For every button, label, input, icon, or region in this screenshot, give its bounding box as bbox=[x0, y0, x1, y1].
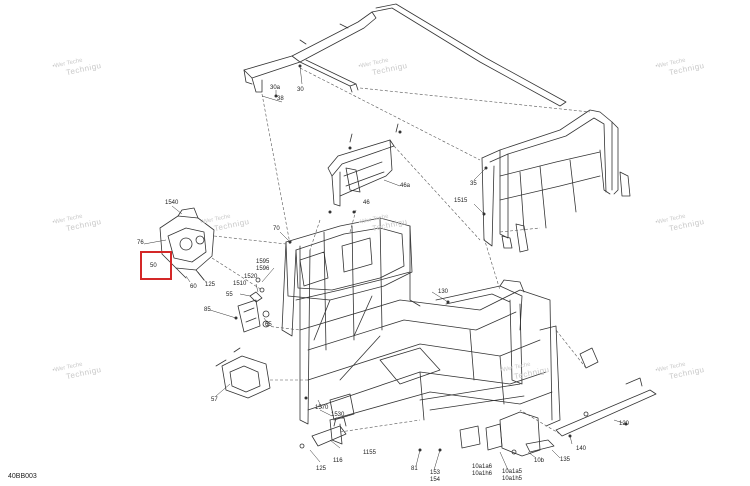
part-label: 46 bbox=[363, 200, 370, 206]
part-label: 1595 bbox=[256, 259, 270, 265]
part-label: 1530 bbox=[331, 412, 345, 418]
part-label: 1515 bbox=[454, 198, 468, 204]
part-label: 57 bbox=[211, 397, 218, 403]
main-frame bbox=[281, 217, 561, 457]
part-label: 65 bbox=[265, 322, 272, 328]
part-label: 154 bbox=[430, 477, 441, 483]
part-label: 10a1h5 bbox=[502, 476, 523, 482]
part-label: 30a bbox=[270, 85, 281, 91]
part-label: 153 bbox=[430, 470, 441, 476]
part-label: 38 bbox=[277, 96, 284, 102]
fastener-stack bbox=[237, 277, 270, 333]
assembly-leader-lines bbox=[211, 67, 591, 435]
part-label: 140 bbox=[576, 446, 587, 452]
part-label: 30 bbox=[297, 87, 304, 93]
lower-mount-part bbox=[299, 417, 347, 449]
part-label: 116 bbox=[333, 458, 343, 464]
roof-bar-assembly bbox=[243, 3, 567, 107]
part-label: 1155 bbox=[363, 450, 376, 456]
part-label: 85 bbox=[204, 307, 211, 313]
lower-left-bracket bbox=[215, 347, 271, 399]
part-label: 1596 bbox=[256, 266, 270, 272]
part-label: 81 bbox=[411, 466, 418, 472]
part-label: 35 bbox=[470, 181, 477, 187]
part-label: 10a1h6 bbox=[472, 471, 493, 477]
part-label: 70 bbox=[273, 226, 280, 232]
part-label: 1510 bbox=[233, 281, 247, 287]
part-label: 55 bbox=[226, 292, 233, 298]
part-label: 130 bbox=[438, 289, 449, 295]
part-label: 60 bbox=[190, 284, 197, 290]
callout-leaders bbox=[143, 65, 627, 471]
lower-rear-link bbox=[511, 439, 555, 455]
part-label: 46a bbox=[400, 183, 411, 189]
part-label: 10b bbox=[534, 458, 545, 464]
diagram-code: 40BB003 bbox=[8, 473, 37, 480]
part-label: 1570 bbox=[315, 405, 329, 411]
part-label: 10a1a6 bbox=[472, 464, 493, 470]
part-label: 1540 bbox=[165, 200, 179, 206]
part-label: 76 bbox=[137, 240, 144, 246]
highlight-box bbox=[140, 251, 172, 280]
front-bracket-assembly bbox=[159, 207, 215, 281]
rear-cage-assembly bbox=[481, 109, 631, 253]
part-label: 125 bbox=[316, 466, 327, 472]
part-label: 120 bbox=[619, 421, 630, 427]
rear-cross-bar bbox=[555, 347, 657, 437]
part-label: 50 bbox=[150, 263, 157, 269]
part-label: 125 bbox=[205, 282, 216, 288]
part-label: 1520 bbox=[244, 274, 258, 280]
side-brace-assembly bbox=[327, 123, 399, 207]
bolt-markers bbox=[234, 64, 628, 452]
part-label: 135 bbox=[560, 457, 571, 463]
part-label: 10a1a5 bbox=[502, 469, 523, 475]
